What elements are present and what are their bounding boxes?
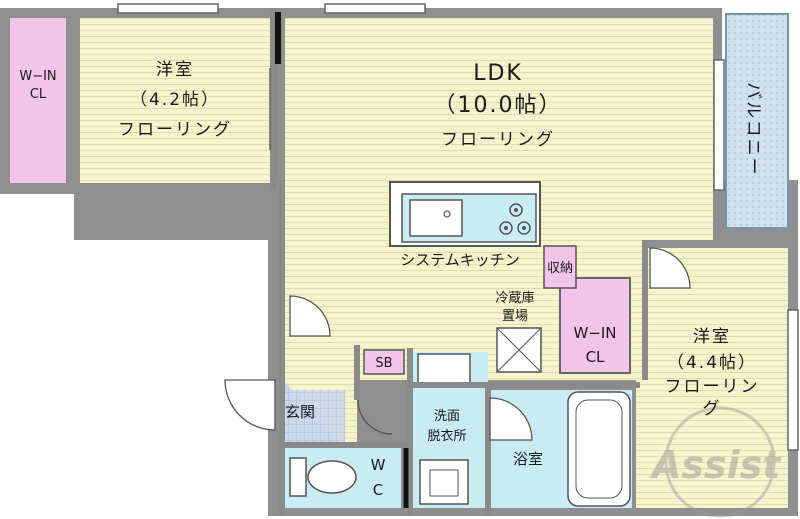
windows: [117, 3, 799, 451]
balcony-label: バルコニー: [743, 82, 763, 177]
western-room-2: [645, 248, 788, 508]
fridge-space: [496, 327, 542, 373]
system-kitchen: [389, 181, 541, 247]
storage-label: 収納: [547, 261, 573, 276]
watermark-logo: Assist: [649, 406, 782, 518]
svg-text:Assist: Assist: [649, 443, 782, 487]
room-1-name: 洋室: [156, 60, 194, 80]
sink-icon: [409, 199, 463, 237]
stove-icon: [499, 203, 531, 235]
washroom-label-line2: 脱衣所: [427, 428, 466, 444]
doors: [224, 68, 691, 441]
storage: [543, 245, 577, 289]
fridge-label-line1: 冷蔵庫: [495, 291, 534, 306]
washbasin-icon: [417, 353, 471, 385]
toilet-icon: [289, 457, 357, 497]
room-2-name: 洋室: [693, 327, 731, 347]
washing-machine-icon: [419, 459, 469, 505]
room-2-floor-line2: グ: [703, 399, 722, 419]
entrance-label: 玄関: [285, 403, 315, 421]
closet-2-label-line1: W−IN: [573, 324, 616, 342]
toilet-label-line1: W: [371, 456, 386, 474]
room-2-floor-line1: フローリン: [665, 377, 760, 397]
fridge-label-line2: 置場: [502, 309, 528, 324]
ldk-size: （10.0帖）: [434, 93, 563, 118]
bathtub-icon: [567, 391, 631, 507]
bathroom-label: 浴室: [513, 450, 543, 468]
shoe-box: [363, 349, 405, 375]
toilet-label-line2: C: [373, 481, 383, 499]
closet-1-label-line2: CL: [30, 87, 47, 102]
room-2-size: （4.4帖）: [667, 353, 757, 373]
ldk-name: LDK: [473, 61, 523, 86]
kitchen-label: システムキッチン: [400, 251, 520, 269]
balcony: [725, 13, 789, 229]
walk-in-closet-1: [10, 18, 66, 183]
washroom-label-line1: 洗面: [434, 409, 460, 424]
room-1-size: （4.2帖）: [130, 90, 220, 110]
closet-1-label-line1: W−IN: [19, 69, 56, 84]
shoe-box-label: SB: [375, 356, 392, 371]
walk-in-closet-2: [559, 277, 631, 374]
closet-2-label-line2: CL: [586, 348, 605, 366]
room-1-floor: フローリング: [118, 120, 232, 140]
western-room-1: [80, 18, 270, 183]
partitions: [271, 8, 648, 515]
ldk-floor: フローリング: [441, 130, 555, 150]
